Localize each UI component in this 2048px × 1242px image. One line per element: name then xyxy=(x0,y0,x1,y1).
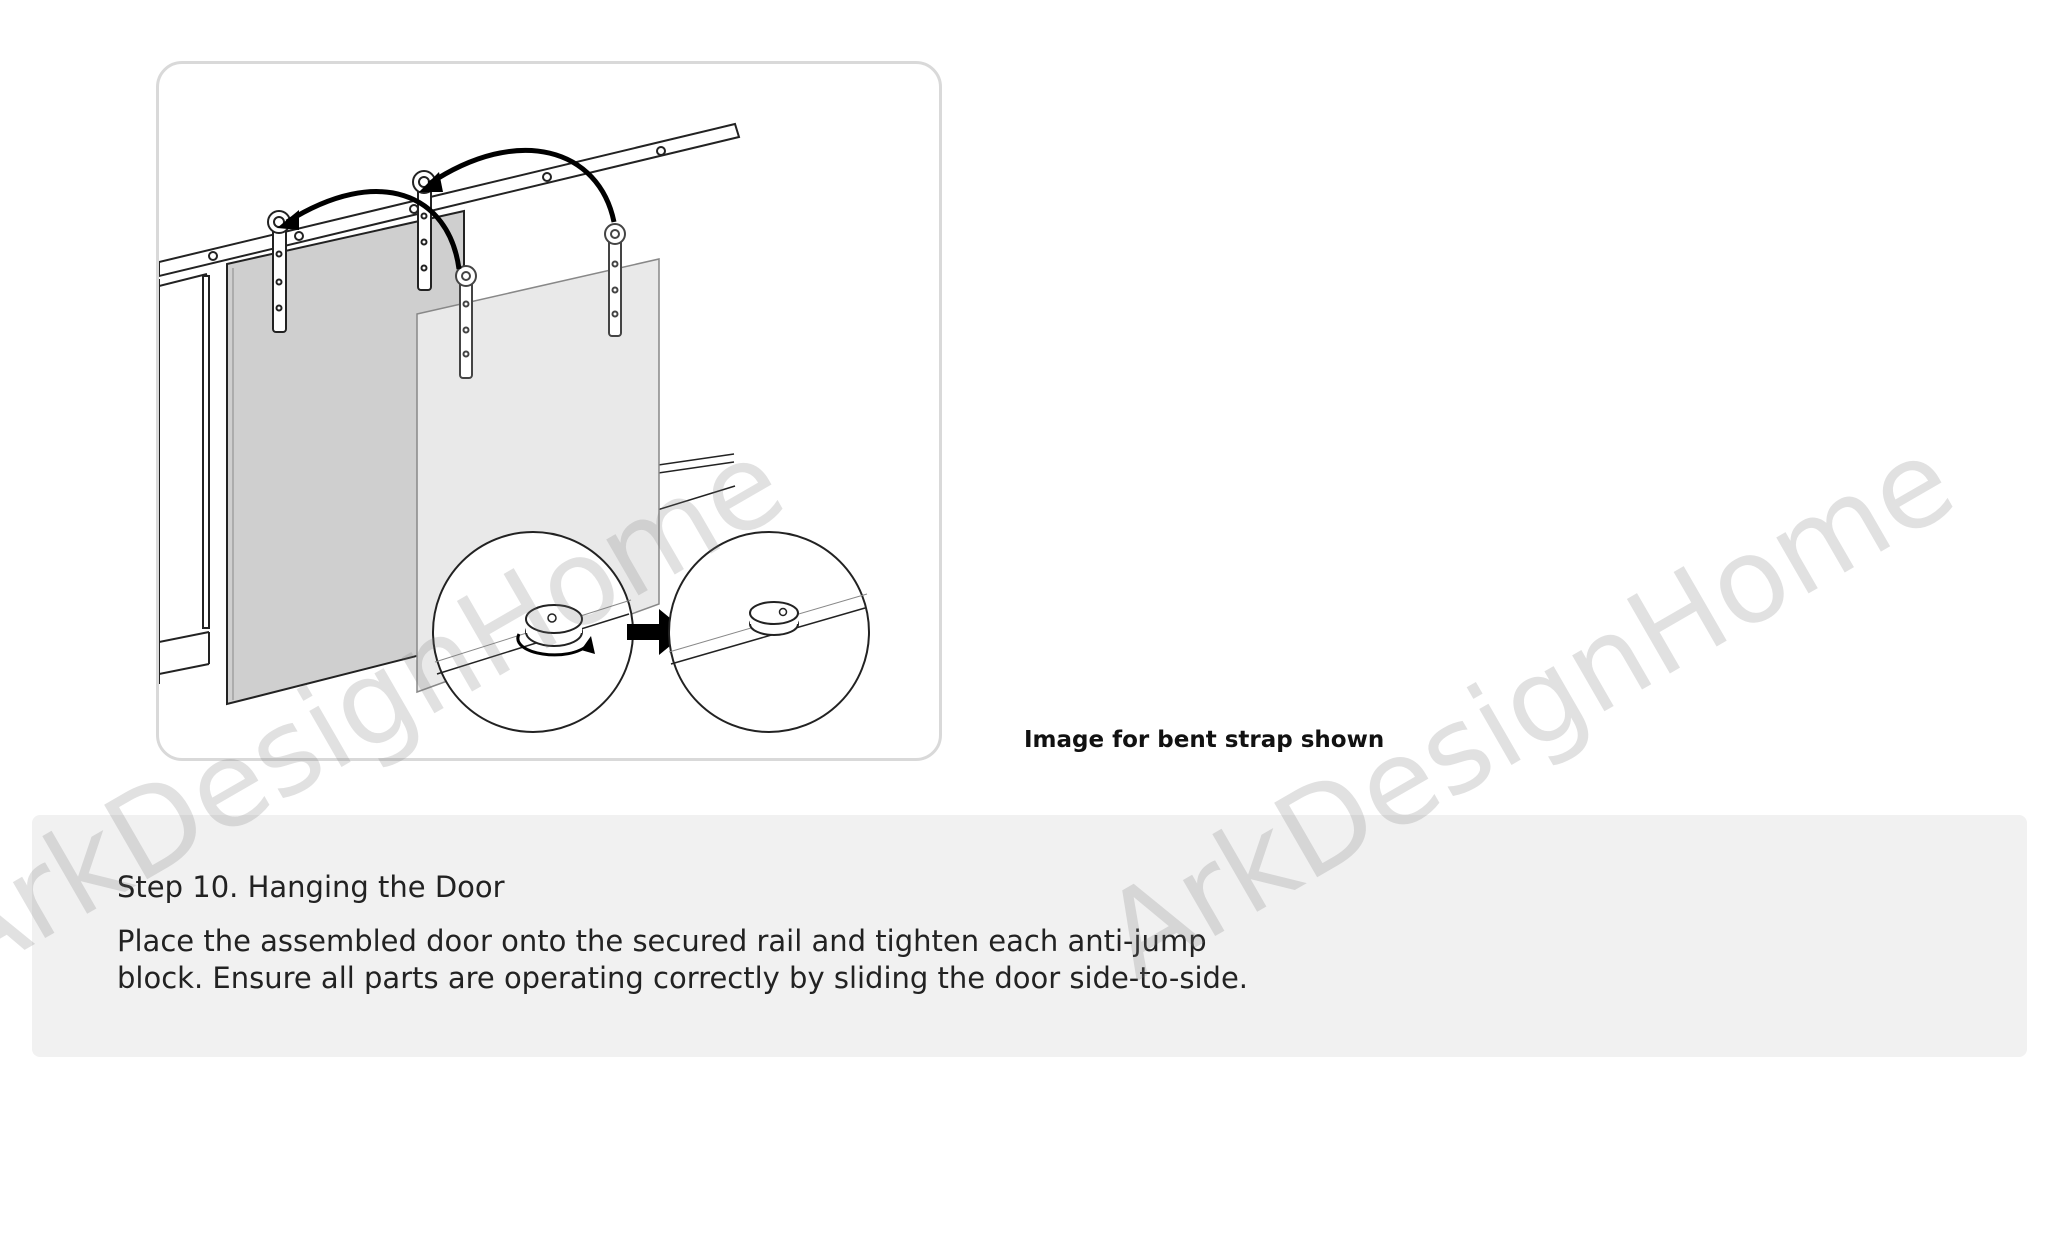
curved-move-arrow xyxy=(277,148,617,270)
step-panel xyxy=(32,815,2027,1057)
barn-door-rail xyxy=(159,122,741,278)
figure-caption: Image for bent strap shown xyxy=(1024,727,1385,753)
anti-jump-block-before xyxy=(432,531,634,733)
door-hanging-illustration xyxy=(159,122,870,733)
wall-trim xyxy=(159,273,210,684)
illustration-frame xyxy=(156,61,942,761)
hanger-strap xyxy=(455,223,626,379)
anti-jump-block-after xyxy=(668,531,870,733)
step-title: Step 10. Hanging the Door xyxy=(117,870,505,904)
step-instruction-line: Place the assembled door onto the secure… xyxy=(117,924,1207,958)
step-instructions: Place the assembled door onto the secure… xyxy=(117,923,1417,997)
step-instruction-line: block. Ensure all parts are operating co… xyxy=(117,961,1248,995)
